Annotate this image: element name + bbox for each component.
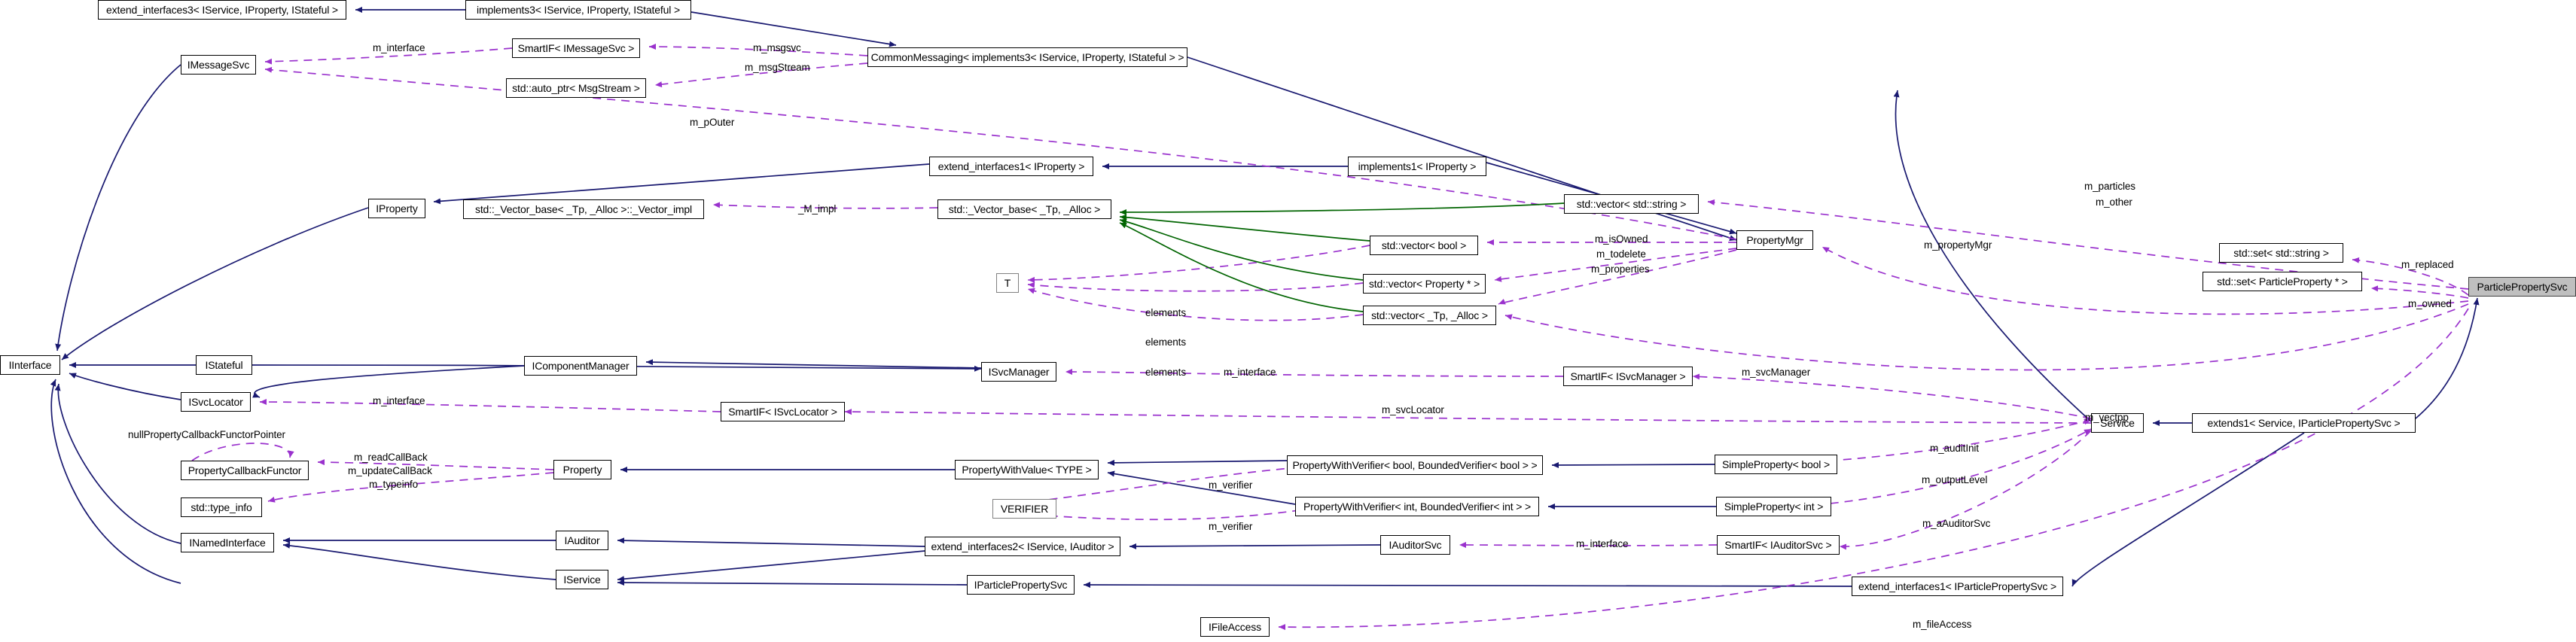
class-node-VERIFIER[interactable]: VERIFIER bbox=[992, 499, 1056, 519]
class-node-Property[interactable]: Property bbox=[553, 460, 611, 479]
class-node-PropertyWithVerifier_int[interactable]: PropertyWithVerifier< int, BoundedVerifi… bbox=[1295, 497, 1539, 516]
class-node-extend_interfaces3[interactable]: extend_interfaces3< IService, IProperty,… bbox=[98, 0, 346, 20]
class-node-ISvcManager[interactable]: ISvcManager bbox=[981, 362, 1056, 382]
class-node-INamedInterface[interactable]: INamedInterface bbox=[181, 533, 274, 552]
class-node-std_vector_bool[interactable]: std::vector< bool > bbox=[1370, 236, 1478, 255]
class-node-std_type_info[interactable]: std::type_info bbox=[181, 497, 262, 517]
class-node-ParticlePropertySvc[interactable]: ParticlePropertySvc bbox=[2468, 277, 2576, 297]
edge-label-elements_3: elements bbox=[1145, 367, 1186, 378]
edge-label-m_interface_svcmanager: m_interface bbox=[1224, 367, 1276, 378]
class-node-std_vector_string[interactable]: std::vector< std::string > bbox=[1564, 194, 1699, 214]
inheritance-edges bbox=[50, 7, 2480, 589]
edge-label-m_vectpp: m_vectpp bbox=[2085, 412, 2129, 423]
class-node-extend_interfaces1_IProperty[interactable]: extend_interfaces1< IProperty > bbox=[929, 157, 1093, 176]
usage-edges bbox=[191, 44, 2469, 631]
class-node-SmartIF_IMessageSvc[interactable]: SmartIF< IMessageSvc > bbox=[512, 38, 640, 58]
edge-label-m_replaced: m_replaced bbox=[2401, 259, 2454, 270]
class-node-std_Vector_base[interactable]: std::_Vector_base< _Tp, _Alloc > bbox=[937, 199, 1111, 219]
class-node-PropertyCallbackFunctor[interactable]: PropertyCallbackFunctor bbox=[181, 461, 309, 480]
edge-label-m_verifier_2: m_verifier bbox=[1209, 521, 1253, 532]
edge-label-m_outputLevel: m_outputLevel bbox=[1922, 474, 1988, 485]
edge-label-M_impl: _M_impl bbox=[798, 203, 837, 215]
class-node-IParticlePropertySvc[interactable]: IParticlePropertySvc bbox=[967, 575, 1075, 595]
class-node-implements3[interactable]: implements3< IService, IProperty, IState… bbox=[465, 0, 691, 20]
class-node-PropertyWithValue_TYPE[interactable]: PropertyWithValue< TYPE > bbox=[955, 460, 1099, 479]
class-node-std_auto_ptr_MsgStream[interactable]: std::auto_ptr< MsgStream > bbox=[506, 78, 646, 98]
edge-label-m_particles: m_particles bbox=[2084, 181, 2135, 192]
edge-label-m_pOuter: m_pOuter bbox=[690, 117, 735, 128]
class-node-SmartIF_IAuditorSvc[interactable]: SmartIF< IAuditorSvc > bbox=[1717, 535, 1840, 555]
class-node-PropertyMgr[interactable]: PropertyMgr bbox=[1736, 230, 1813, 250]
edge-label-m_aAuditorSvc: m_aAuditorSvc bbox=[1922, 518, 1991, 529]
class-node-IService[interactable]: IService bbox=[556, 570, 608, 589]
class-node-SimpleProperty_int[interactable]: SimpleProperty< int > bbox=[1716, 497, 1831, 516]
class-node-IStateful[interactable]: IStateful bbox=[196, 355, 252, 375]
edge-label-m_other: m_other bbox=[2096, 196, 2132, 208]
edge-label-m_svcManager: m_svcManager bbox=[1742, 367, 1811, 378]
class-node-IInterface[interactable]: IInterface bbox=[0, 355, 60, 375]
class-node-std_vector_Property_ptr[interactable]: std::vector< Property * > bbox=[1363, 274, 1486, 294]
edge-label-elements_2: elements bbox=[1145, 336, 1186, 348]
class-node-extend_interfaces2_IService_IAuditor[interactable]: extend_interfaces2< IService, IAuditor > bbox=[925, 537, 1120, 556]
edge-label-m_auditInit: m_auditInit bbox=[1930, 443, 1979, 454]
edge-label-m_todelete: m_todelete bbox=[1596, 248, 1646, 260]
edge-label-elements_1: elements bbox=[1145, 307, 1186, 318]
class-node-SmartIF_ISvcLocator[interactable]: SmartIF< ISvcLocator > bbox=[721, 402, 845, 421]
class-node-ISvcLocator[interactable]: ISvcLocator bbox=[181, 392, 251, 412]
class-node-T[interactable]: T bbox=[996, 273, 1019, 293]
edge-label-m_svcLocator: m_svcLocator bbox=[1382, 404, 1444, 415]
edge-label-m_verifier_1: m_verifier bbox=[1209, 479, 1253, 491]
edge-label-m_interface_msgsvc: m_interface bbox=[373, 42, 425, 53]
edge-label-m_interface_auditorsvc: m_interface bbox=[1576, 538, 1629, 549]
class-node-IAuditor[interactable]: IAuditor bbox=[556, 531, 608, 550]
class-node-IFileAccess[interactable]: IFileAccess bbox=[1200, 617, 1270, 637]
edge-label-m_fileAccess: m_fileAccess bbox=[1913, 619, 1972, 630]
edge-label-m_interface_svclocator: m_interface bbox=[373, 395, 425, 406]
class-node-std_set_ParticleProperty_ptr[interactable]: std::set< ParticleProperty * > bbox=[2203, 272, 2362, 291]
class-node-Service[interactable]: Service bbox=[2091, 413, 2144, 433]
edge-label-m_msgStream: m_msgStream bbox=[745, 62, 810, 73]
class-node-std_Vector_base_impl[interactable]: std::_Vector_base< _Tp, _Alloc >::_Vecto… bbox=[463, 199, 704, 219]
class-node-IAuditorSvc[interactable]: IAuditorSvc bbox=[1380, 535, 1450, 555]
class-node-PropertyWithVerifier_bool[interactable]: PropertyWithVerifier< bool, BoundedVerif… bbox=[1287, 455, 1543, 475]
edge-label-m_propertyMgr: m_propertyMgr bbox=[1924, 239, 1992, 251]
class-node-IProperty[interactable]: IProperty bbox=[368, 199, 425, 218]
class-node-IMessageSvc[interactable]: IMessageSvc bbox=[181, 55, 256, 75]
edge-label-m_properties: m_properties bbox=[1591, 263, 1650, 275]
class-node-implements1_IProperty[interactable]: implements1< IProperty > bbox=[1348, 157, 1486, 176]
class-node-extend_interfaces1_IParticlePropertySvc[interactable]: extend_interfaces1< IParticlePropertySvc… bbox=[1852, 577, 2063, 596]
edge-label-m_owned: m_owned bbox=[2408, 298, 2452, 309]
class-node-CommonMessaging[interactable]: CommonMessaging< implements3< IService, … bbox=[867, 47, 1187, 67]
class-node-SimpleProperty_bool[interactable]: SimpleProperty< bool > bbox=[1715, 455, 1837, 474]
class-node-IComponentManager[interactable]: IComponentManager bbox=[524, 356, 637, 376]
edge-label-m_typeinfo: m_typeinfo bbox=[369, 479, 419, 490]
edge-label-m_readCallBack: m_readCallBack bbox=[354, 452, 428, 463]
edge-label-nullPropertyCallbackFunctorPointer: nullPropertyCallbackFunctorPointer bbox=[128, 429, 285, 440]
class-node-SmartIF_ISvcManager[interactable]: SmartIF< ISvcManager > bbox=[1563, 367, 1693, 386]
edge-label-m_updateCallBack: m_updateCallBack bbox=[348, 465, 432, 476]
class-node-std_vector_Tp_Alloc[interactable]: std::vector< _Tp, _Alloc > bbox=[1363, 306, 1496, 325]
template-edges bbox=[1119, 202, 1565, 312]
edge-label-m_msgsvc: m_msgsvc bbox=[753, 42, 801, 53]
class-node-extends1_Service_IParticlePropertySvc[interactable]: extends1< Service, IParticlePropertySvc … bbox=[2192, 413, 2416, 433]
edge-label-m_isOwned: m_isOwned bbox=[1595, 233, 1648, 245]
class-node-std_set_string[interactable]: std::set< std::string > bbox=[2219, 243, 2343, 263]
